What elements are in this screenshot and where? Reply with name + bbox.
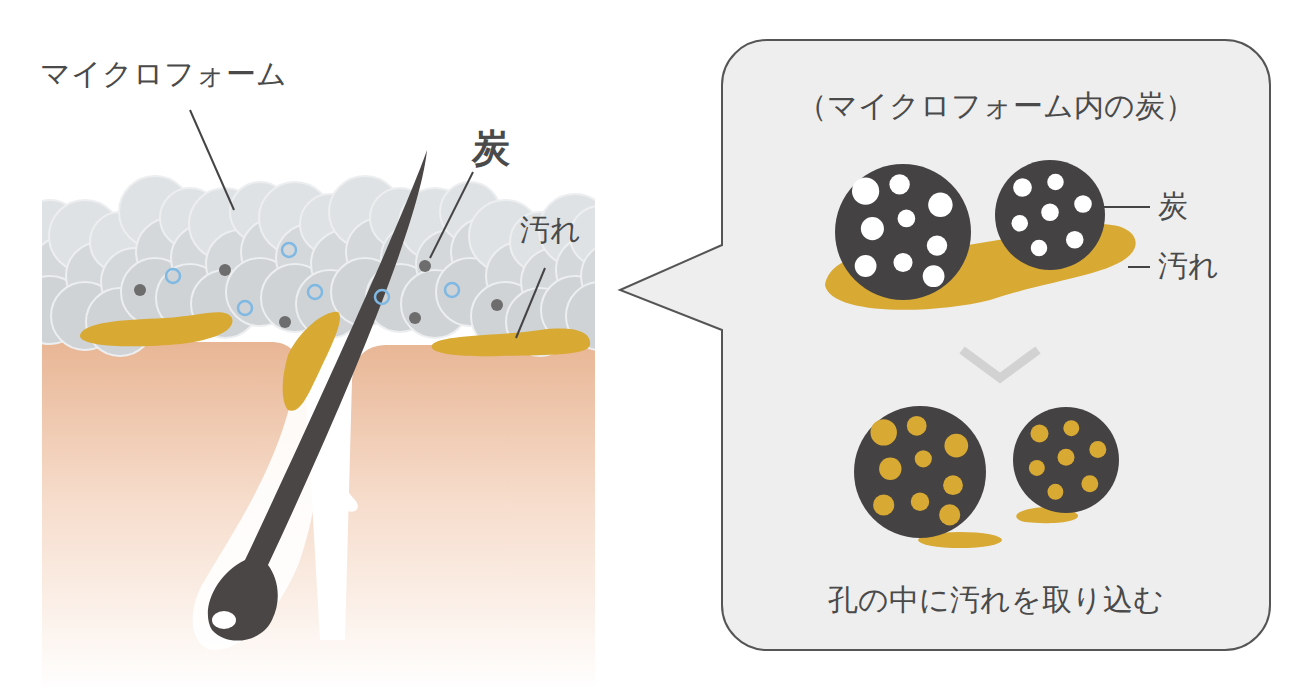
pore [1031, 240, 1048, 257]
charcoal-dot [491, 299, 503, 311]
charcoal-body [854, 406, 986, 538]
pore [944, 434, 968, 458]
charcoal-body [835, 164, 971, 300]
hair [208, 150, 427, 641]
pore [923, 265, 945, 287]
pore [1089, 441, 1106, 458]
bubble-ring [375, 290, 389, 304]
charcoal-dot [419, 260, 431, 272]
pore [928, 193, 952, 217]
part-label: 汚れ [1158, 248, 1219, 284]
pore [852, 178, 879, 205]
charcoal-body [1013, 407, 1119, 513]
pore [1029, 460, 1045, 476]
bubble-ring [166, 269, 180, 283]
pore [915, 450, 932, 467]
leader-line [1128, 266, 1150, 268]
pore [855, 255, 877, 277]
callout-bubble [620, 40, 1270, 650]
pore [873, 494, 894, 515]
charcoal-particle [1013, 407, 1119, 513]
bubble-ring [308, 285, 322, 299]
callout-title: （マイクロフォーム内の炭） [797, 88, 1195, 124]
charcoal-particle [835, 164, 971, 300]
leader-line [516, 268, 545, 338]
pore [893, 253, 912, 272]
pore [1047, 484, 1063, 500]
pore [1013, 178, 1032, 197]
bubble-ring [445, 283, 459, 297]
pore [927, 235, 947, 255]
pore [1030, 424, 1048, 442]
dirt [80, 312, 233, 346]
leader-line [1104, 206, 1150, 208]
callout-box: （マイクロフォーム内の炭） 孔の中に汚れを取り込む [722, 40, 1270, 650]
charcoal-particles [854, 406, 1119, 538]
pore [889, 174, 909, 194]
charcoal-dot [134, 284, 146, 296]
pore [871, 419, 897, 445]
charcoal-dot [219, 264, 231, 276]
charcoal-particle [995, 160, 1105, 270]
part-label: 炭 [1158, 188, 1188, 224]
pore [1074, 195, 1092, 213]
skin [42, 342, 595, 690]
charcoal-particles [835, 160, 1105, 300]
gland [325, 440, 358, 512]
callout-caption: 孔の中に汚れを取り込む [828, 582, 1164, 618]
pore [1066, 231, 1084, 249]
charcoal-dots [134, 243, 503, 328]
pore [907, 416, 927, 436]
pore [861, 217, 884, 240]
dirt [432, 329, 590, 357]
hair-bulb [212, 611, 236, 629]
pore [943, 475, 963, 495]
part-label: 汚れ [520, 212, 581, 248]
part-label: マイクロフォーム [40, 56, 287, 92]
leader-line [430, 172, 473, 258]
charcoal-particle [854, 406, 986, 538]
pore [1063, 420, 1079, 436]
charcoal-dot [409, 312, 421, 324]
pore [1012, 215, 1029, 232]
pore [879, 457, 901, 479]
pore [898, 210, 916, 228]
pore [1058, 449, 1075, 466]
pore [1081, 475, 1098, 492]
part-label: 炭 [472, 126, 510, 172]
dirt [283, 312, 340, 411]
pore [911, 492, 929, 510]
bubble-ring [282, 243, 296, 257]
down-chevron [962, 350, 1038, 378]
pore [939, 504, 960, 525]
charcoal-body [995, 160, 1105, 270]
pore [1047, 174, 1064, 191]
bubble-ring [238, 301, 252, 315]
leader-line [190, 110, 234, 210]
charcoal-dot [279, 316, 291, 328]
pore [1041, 203, 1059, 221]
skin-illustration [42, 150, 595, 690]
